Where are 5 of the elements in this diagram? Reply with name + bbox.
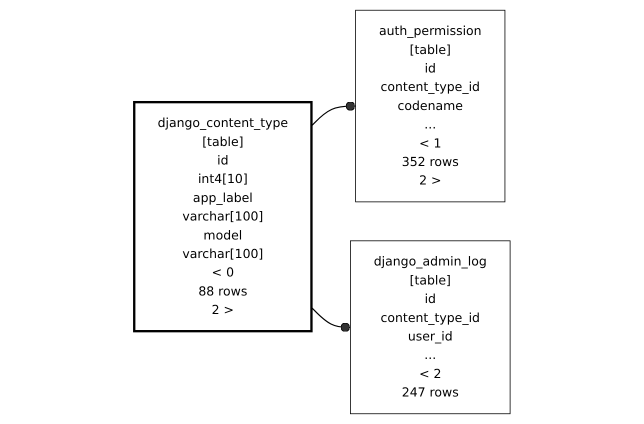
node-box: django_content_type [table] id int4[10] app_label varchar[100] model varchar[100] < 0 88 rows 2 > xyxy=(132,100,312,332)
connector xyxy=(310,101,356,126)
node-box: django_admin_log [table] id content_type_id user_id ... < 2 247 rows xyxy=(350,240,510,414)
connector xyxy=(310,306,350,332)
node-box: auth_permission [table] id content_type_id codename ... < 1 352 rows 2 > xyxy=(355,10,506,202)
